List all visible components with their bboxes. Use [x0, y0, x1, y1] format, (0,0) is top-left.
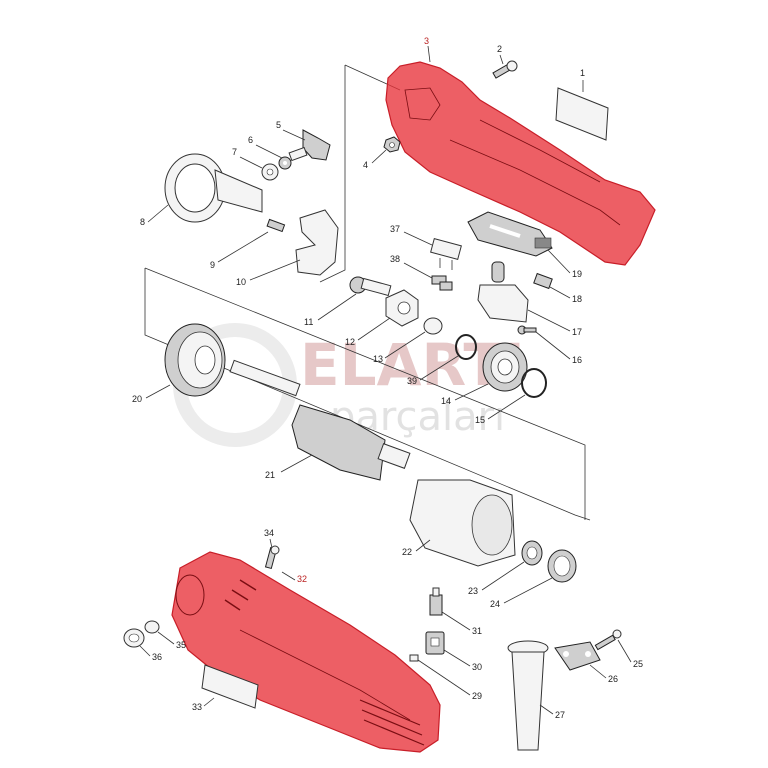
label-part-17[interactable]: 17	[572, 327, 582, 337]
part-24-ring-nut[interactable]	[547, 549, 577, 583]
label-part-13[interactable]: 13	[373, 354, 383, 364]
part-32-motor-housing[interactable]	[171, 551, 441, 753]
label-part-8[interactable]: 8	[140, 217, 145, 227]
label-part-6[interactable]: 6	[248, 135, 253, 145]
part-37-switch-part[interactable]	[430, 238, 462, 270]
label-part-10[interactable]: 10	[236, 277, 246, 287]
label-part-35[interactable]: 35	[176, 640, 186, 650]
label-part-21[interactable]: 21	[265, 470, 275, 480]
part-9-bolt[interactable]	[266, 218, 286, 233]
part-38-connector[interactable]	[431, 275, 453, 291]
label-part-15[interactable]: 15	[475, 415, 485, 425]
label-part-9[interactable]: 9	[210, 260, 215, 270]
label-part-1[interactable]: 1	[580, 68, 585, 78]
part-35-cap[interactable]	[144, 620, 160, 634]
label-part-26[interactable]: 26	[608, 674, 618, 684]
part-34-screw[interactable]	[264, 545, 280, 570]
part-18-clip[interactable]	[533, 272, 553, 290]
part-12-nut[interactable]	[385, 289, 419, 327]
part-23-bearing[interactable]	[521, 540, 543, 566]
label-part-18[interactable]: 18	[572, 294, 582, 304]
part-11-spindle[interactable]	[349, 276, 392, 297]
part-2-screw[interactable]	[492, 60, 518, 79]
label-part-14[interactable]: 14	[441, 396, 451, 406]
label-part-25[interactable]: 25	[633, 659, 643, 669]
label-part-24[interactable]: 24	[490, 599, 500, 609]
label-part-36[interactable]: 36	[152, 652, 162, 662]
part-22-field[interactable]	[409, 479, 516, 567]
part-8-guard[interactable]	[164, 153, 263, 223]
part-31-brush[interactable]	[429, 587, 443, 616]
label-part-37[interactable]: 37	[390, 224, 400, 234]
label-part-29[interactable]: 29	[472, 691, 482, 701]
label-part-5[interactable]: 5	[276, 120, 281, 130]
part-25-screw[interactable]	[594, 629, 622, 651]
label-part-2[interactable]: 2	[497, 44, 502, 54]
part-36-cap[interactable]	[123, 628, 145, 648]
part-39-ring[interactable]	[455, 334, 477, 360]
part-17-switch[interactable]	[477, 261, 529, 323]
part-6-washer[interactable]	[278, 156, 292, 170]
label-part-7[interactable]: 7	[232, 147, 237, 157]
label-part-27[interactable]: 27	[555, 710, 565, 720]
part-30-brush-holder[interactable]	[425, 631, 445, 655]
part-19-switch-lever[interactable]	[467, 211, 553, 257]
label-part-32[interactable]: 32	[297, 574, 307, 584]
part-16-screw[interactable]	[517, 325, 537, 335]
part-13-collet[interactable]	[423, 317, 443, 335]
part-20-bevel-gear[interactable]	[164, 323, 226, 397]
part-7-washer[interactable]	[261, 163, 279, 181]
part-14-bearing[interactable]	[482, 342, 528, 392]
label-part-3[interactable]: 3	[424, 36, 429, 46]
label-part-33[interactable]: 33	[192, 702, 202, 712]
part-1-label[interactable]	[555, 87, 609, 141]
part-33-label[interactable]	[201, 664, 259, 709]
part-27-cord-guard[interactable]	[507, 640, 549, 751]
label-part-30[interactable]: 30	[472, 662, 482, 672]
label-part-12[interactable]: 12	[345, 337, 355, 347]
part-15-ring[interactable]	[521, 368, 547, 398]
part-5-knob[interactable]	[288, 129, 331, 162]
label-part-16[interactable]: 16	[572, 355, 582, 365]
part-21-armature[interactable]	[229, 359, 411, 481]
label-part-23[interactable]: 23	[468, 586, 478, 596]
label-part-19[interactable]: 19	[572, 269, 582, 279]
label-part-20[interactable]: 20	[132, 394, 142, 404]
part-3-housing[interactable]	[385, 61, 656, 266]
label-part-11[interactable]: 11	[304, 317, 313, 327]
label-part-39[interactable]: 39	[407, 376, 417, 386]
label-part-22[interactable]: 22	[402, 547, 412, 557]
part-29-pin[interactable]	[409, 654, 419, 662]
label-part-4[interactable]: 4	[363, 160, 368, 170]
part-10-plate[interactable]	[295, 209, 339, 276]
label-part-38[interactable]: 38	[390, 254, 400, 264]
label-part-31[interactable]: 31	[472, 626, 482, 636]
label-part-34[interactable]: 34	[264, 528, 274, 538]
part-26-cord-clamp[interactable]	[554, 641, 601, 671]
part-4-nut[interactable]	[383, 136, 401, 153]
